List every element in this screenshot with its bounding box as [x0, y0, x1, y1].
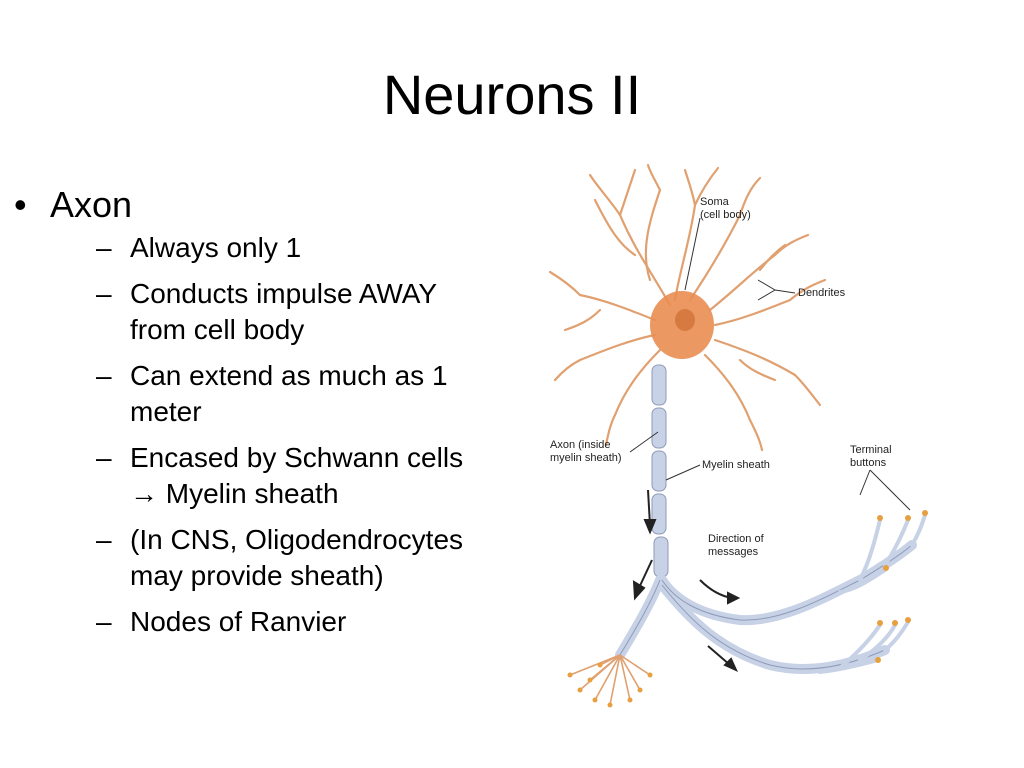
- leader-lines: [629, 217, 911, 511]
- bullet-axon: • Axon – Always only 1 – Conducts impuls…: [14, 184, 514, 640]
- sub-bullet-line: Conducts impulse AWAY: [130, 278, 438, 309]
- direction-arrows: [632, 489, 741, 673]
- sub-bullet-line: (In CNS, Oligodendrocytes: [130, 524, 464, 555]
- sub-bullet-line: may provide sheath): [130, 560, 384, 591]
- label-axon-sheath: myelin sheath): [550, 452, 622, 464]
- sub-bullet-oligodendrocytes: – (In CNS, Oligodendrocytes may provide …: [50, 522, 514, 594]
- sub-bullet-can-extend: – Can extend as much as 1 meter: [50, 358, 514, 430]
- sub-bullet-line: Encased by Schwann cells: [130, 442, 464, 473]
- label-soma: Soma: [700, 196, 730, 208]
- dash-marker: –: [96, 606, 112, 637]
- lower-terminal-buttons: [567, 662, 653, 708]
- nucleus: [675, 309, 695, 331]
- bullet-list: • Axon – Always only 1 – Conducts impuls…: [14, 184, 514, 650]
- sub-bullet-nodes-of-ranvier: – Nodes of Ranvier: [50, 604, 514, 640]
- sub-bullet-line: from cell body: [130, 314, 305, 345]
- label-direction: Direction of: [708, 533, 765, 545]
- dash-marker: –: [96, 442, 112, 473]
- dendrites: [548, 163, 827, 452]
- dash-marker: –: [96, 524, 112, 555]
- label-messages: messages: [708, 546, 759, 558]
- label-buttons: buttons: [850, 457, 887, 469]
- sub-bullet-conducts-impulse: – Conducts impulse AWAY from cell body: [50, 276, 514, 348]
- label-myelin-sheath: Myelin sheath: [702, 459, 770, 471]
- slide-title: Neurons II: [382, 63, 642, 126]
- label-cell-body: (cell body): [700, 209, 751, 221]
- sub-bullet-line: Always only 1: [130, 232, 302, 263]
- myelin-sheath: [651, 364, 669, 578]
- terminal-branches: [818, 513, 927, 674]
- sub-bullet-line: → Myelin sheath: [130, 478, 339, 509]
- sub-bullet-list: – Always only 1 – Conducts impulse AWAY …: [50, 230, 514, 640]
- lower-terminal: [569, 654, 651, 706]
- label-terminal: Terminal: [850, 444, 892, 456]
- dash-marker: –: [96, 360, 112, 391]
- sub-bullet-line: Can extend as much as 1: [130, 360, 448, 391]
- bullet-axon-text: Axon: [50, 184, 133, 225]
- sub-bullet-always-only-1: – Always only 1: [50, 230, 514, 266]
- neuron-diagram: Soma (cell body) Dendrites Axon (inside …: [548, 163, 928, 708]
- terminal-buttons: [875, 510, 928, 663]
- bullet-marker: •: [14, 184, 27, 225]
- sub-bullet-line: meter: [130, 396, 202, 427]
- dash-marker: –: [96, 278, 112, 309]
- label-axon: Axon (inside: [550, 439, 611, 451]
- dash-marker: –: [96, 232, 112, 263]
- label-dendrites: Dendrites: [798, 287, 846, 299]
- sub-bullet-line: Nodes of Ranvier: [130, 606, 347, 637]
- sub-bullet-schwann-cells: – Encased by Schwann cells → Myelin shea…: [50, 440, 514, 512]
